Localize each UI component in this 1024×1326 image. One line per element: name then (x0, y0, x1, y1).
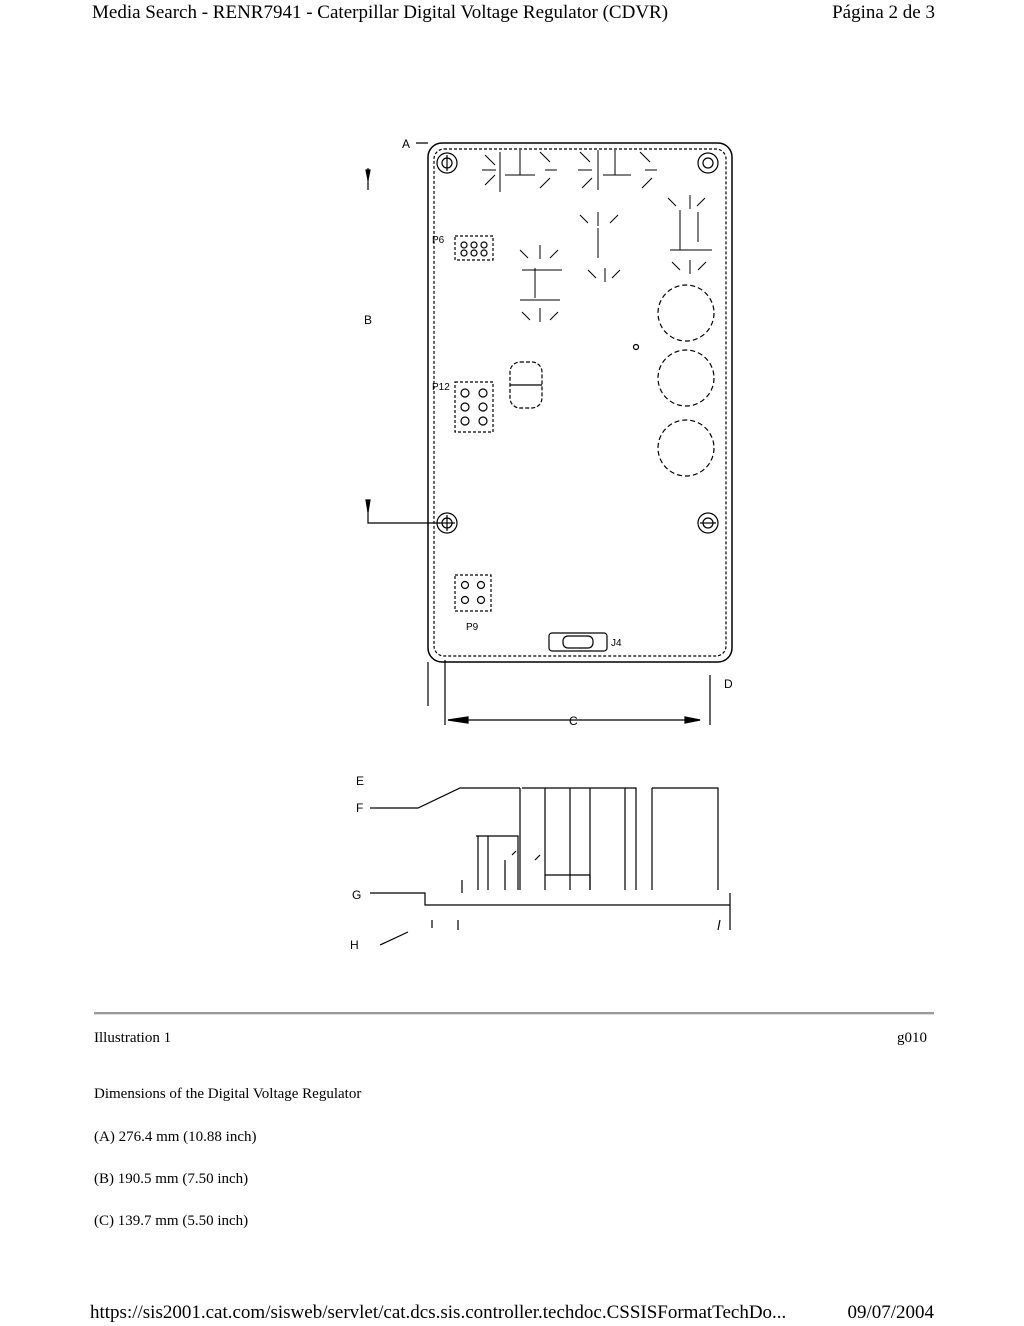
connector-p9 (454, 574, 492, 612)
connector-p12 (454, 381, 494, 433)
callout-b: B (364, 313, 372, 327)
regulator-dimension-drawing: P6 P12 P9 J4 A B C D E F G H (350, 137, 733, 952)
relay-component (509, 361, 543, 409)
label-p12: P12 (432, 382, 450, 393)
dimension-c: (C) 139.7 mm (5.50 inch) (94, 1213, 249, 1229)
connector-j4 (548, 632, 608, 652)
mounting-hole-top-right (697, 152, 719, 174)
callout-d: D (724, 677, 733, 691)
label-p6: P6 (432, 235, 445, 246)
capacitors (657, 284, 715, 477)
heatsink-components (482, 150, 712, 322)
illustration-code: g010 (897, 1030, 927, 1046)
illustration-description: Dimensions of the Digital Voltage Regula… (94, 1086, 362, 1102)
section-divider (94, 1012, 934, 1015)
connector-p6 (454, 235, 494, 261)
dimension-b: (B) 190.5 mm (7.50 inch) (94, 1171, 249, 1187)
label-j4: J4 (611, 638, 622, 649)
callout-f: F (356, 801, 363, 815)
label-p9: P9 (466, 622, 479, 633)
dimension-a: (A) 276.4 mm (10.88 inch) (94, 1129, 257, 1145)
mounting-hole-mid-right (697, 512, 719, 534)
footer-url: https://sis2001.cat.com/sisweb/servlet/c… (90, 1302, 787, 1323)
callout-h: H (350, 938, 359, 952)
side-view-profile (370, 787, 731, 946)
mounting-hole-top-left (436, 152, 458, 174)
callout-c: C (569, 714, 578, 728)
callout-g: G (352, 888, 361, 902)
callout-e: E (356, 774, 364, 788)
illustration-label: Illustration 1 (94, 1030, 172, 1046)
footer-date: 09/07/2004 (847, 1302, 934, 1323)
callout-a: A (402, 137, 410, 151)
page-header-title: Media Search - RENR7941 - Caterpillar Di… (92, 2, 669, 23)
page-number: Página 2 de 3 (832, 2, 935, 23)
